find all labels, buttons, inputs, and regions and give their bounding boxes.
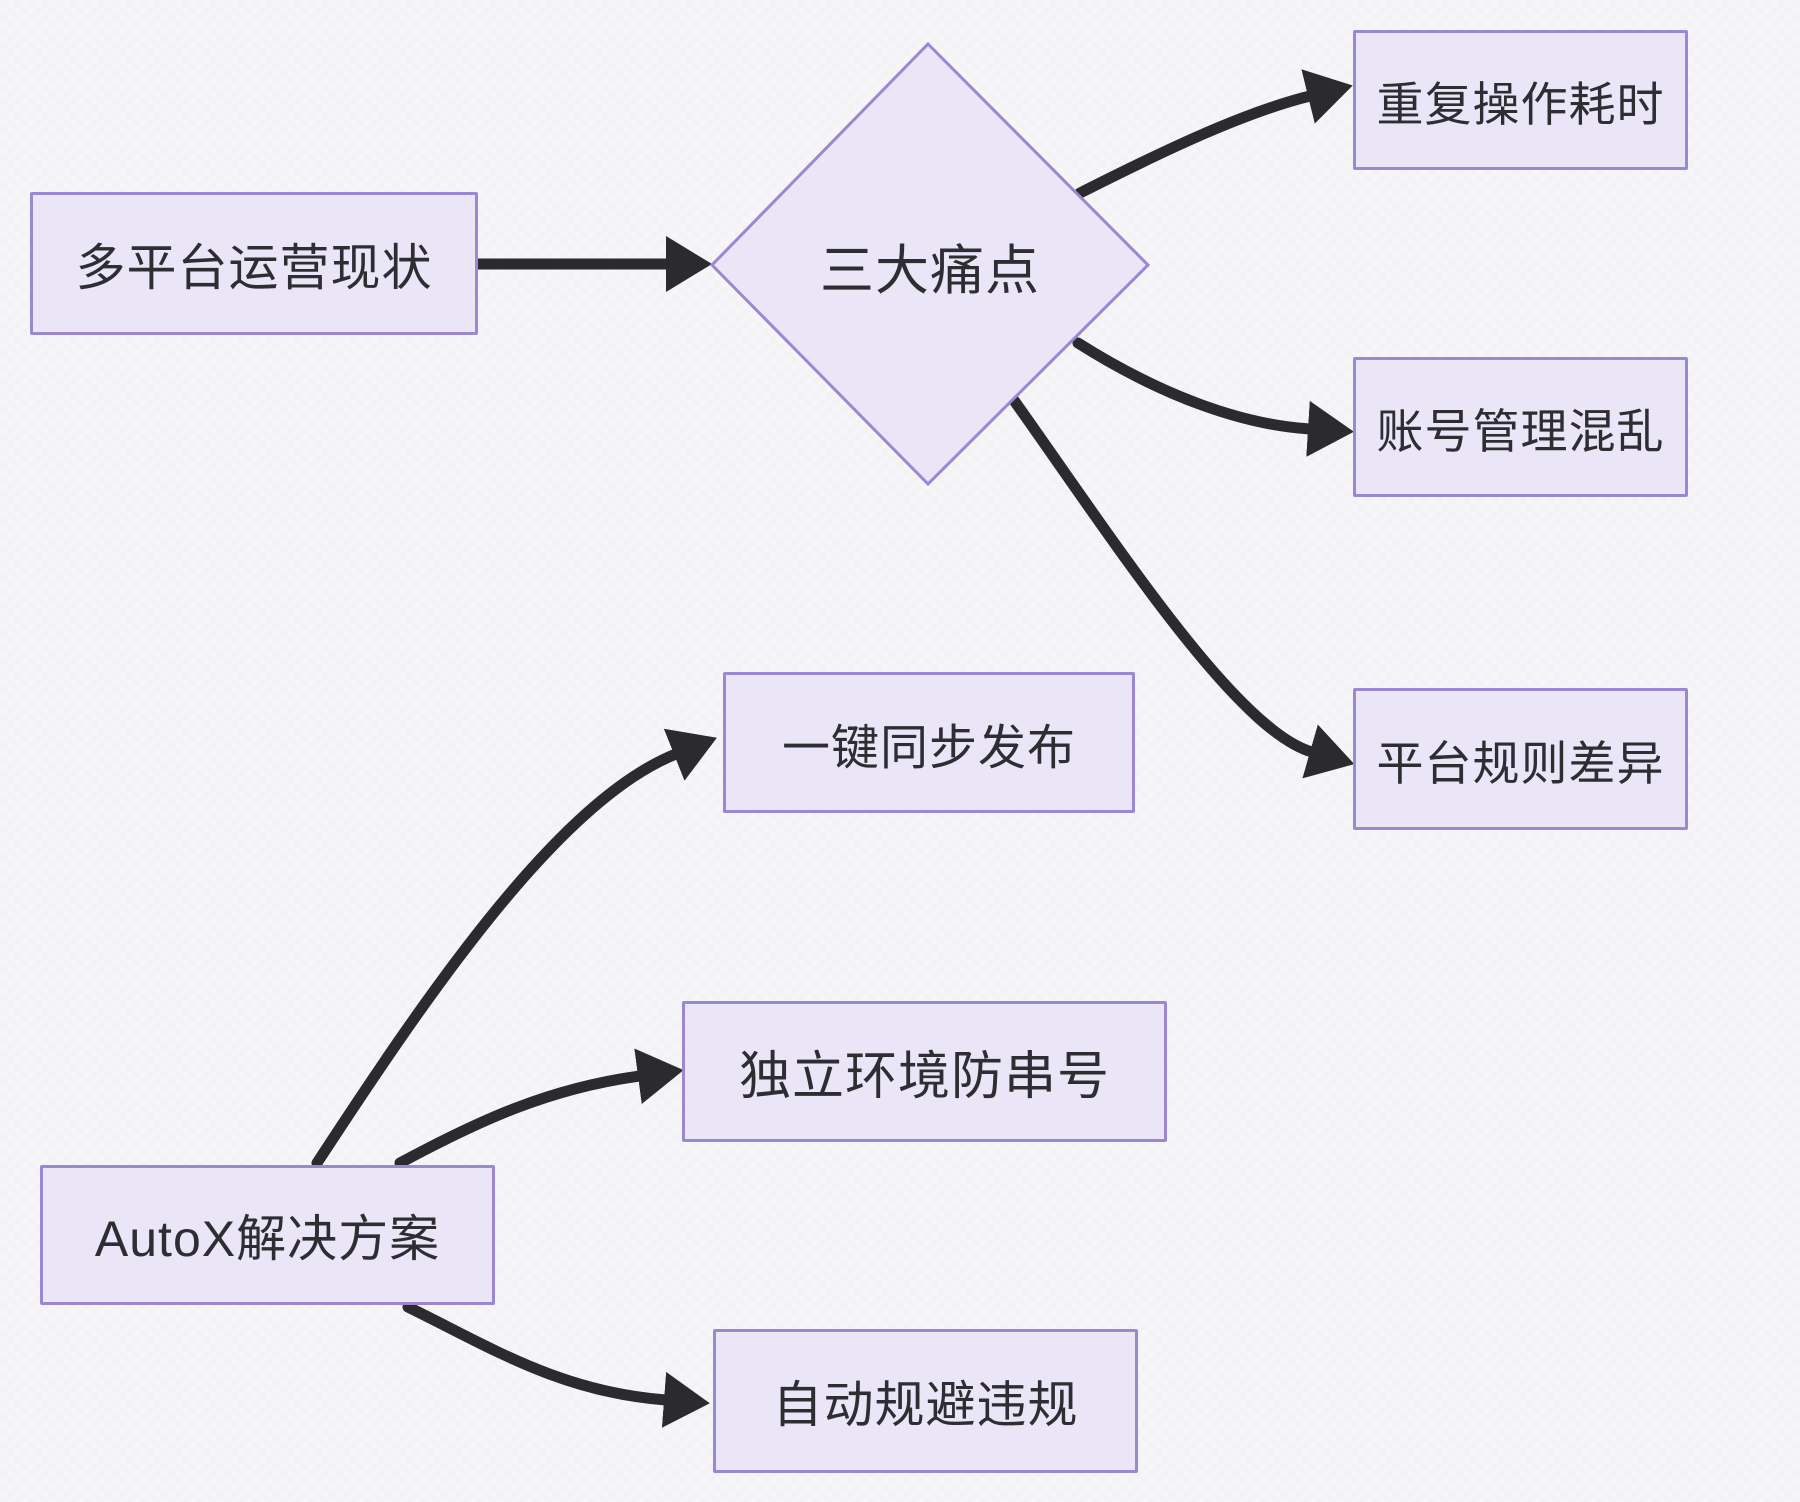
edge-painhub-to-pain-rules <box>1007 393 1355 779</box>
node-label: 自动规避违规 <box>772 1377 1079 1433</box>
node-sol-auto-compliance: 自动规避违规 <box>713 1329 1138 1473</box>
edge-painhub-to-pain-repeat <box>1074 69 1353 199</box>
node-multi-platform-status: 多平台运营现状 <box>30 192 478 335</box>
node-pain-platform-rules: 平台规则差异 <box>1353 688 1688 830</box>
node-three-pain-points: 三大痛点 <box>712 195 1148 335</box>
node-label: AutoX解决方案 <box>94 1211 441 1267</box>
node-pain-repetitive-ops: 重复操作耗时 <box>1353 30 1688 170</box>
node-sol-isolated-environment: 独立环境防串号 <box>682 1001 1167 1142</box>
node-label: 账号管理混乱 <box>1376 404 1665 458</box>
node-label: 多平台运营现状 <box>75 239 433 296</box>
node-autox-solution: AutoX解决方案 <box>40 1165 495 1305</box>
node-label: 独立环境防串号 <box>738 1048 1110 1106</box>
node-sol-one-click-publish: 一键同步发布 <box>723 672 1135 813</box>
edge-solutionhub-to-sol-publish <box>311 728 717 1169</box>
node-pain-account-chaos: 账号管理混乱 <box>1353 357 1688 497</box>
node-label: 三大痛点 <box>820 240 1040 301</box>
node-label: 重复操作耗时 <box>1376 77 1665 131</box>
edge-solutionhub-to-sol-env <box>394 1048 684 1169</box>
edge-solutionhub-to-sol-comply <box>402 1301 710 1428</box>
node-label: 平台规则差异 <box>1376 736 1665 790</box>
node-label: 一键同步发布 <box>781 721 1076 775</box>
decision-diamond-pain-hub <box>709 41 1151 487</box>
edge-painhub-to-pain-account <box>1072 337 1354 457</box>
